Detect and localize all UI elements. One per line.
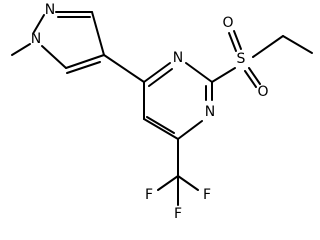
bond-c2-s: [211, 67, 236, 83]
atom-fluorine-left: F: [145, 187, 153, 203]
atom-n-pyrimidine-3: N: [173, 50, 183, 66]
atom-n-pyrazole-1: N: [31, 31, 41, 47]
bond-s-o1-b: [233, 30, 242, 50]
atom-oxygen-bottom: O: [257, 84, 268, 100]
atom-fluorine-bottom: F: [174, 206, 182, 222]
bond-pym-c6-c5-double: [146, 116, 175, 134]
chemical-structure: N N N N S O O F F F: [11, 2, 313, 222]
bond-s-ch2: [252, 35, 284, 58]
atom-fluorine-right: F: [203, 187, 211, 203]
atom-n-pyrazole-2: N: [45, 2, 55, 18]
bond-pym-c4-n3: [143, 62, 171, 83]
atom-oxygen-top: O: [222, 15, 233, 31]
bond-pz-pym: [103, 54, 145, 83]
bond-c-f1: [157, 175, 179, 191]
bond-pym-n1-c6: [177, 120, 203, 140]
bond-pz-c4-c5: [65, 54, 105, 69]
bonds: [11, 11, 313, 206]
bond-s-o2-b: [248, 67, 261, 85]
bond-s-o2-a: [244, 70, 257, 88]
bond-pz-c4-c5-double: [66, 61, 101, 74]
bond-pym-c4-n3-double: [148, 68, 173, 87]
bond-methyl-n: [11, 43, 31, 56]
bond-pym-n3-c2: [185, 62, 213, 83]
bond-pym-c6-c5: [143, 118, 179, 140]
bond-ch2-ch3: [282, 35, 313, 54]
atom-labels: N N N N S O O F F F: [31, 2, 269, 222]
bond-pz-c3-c4: [91, 11, 105, 56]
bond-s-o1-a: [228, 32, 237, 52]
bond-c-f2: [177, 175, 199, 191]
bond-pz-c5-n1: [41, 45, 67, 69]
atom-sulfur: S: [237, 51, 246, 67]
atom-n-pyrimidine-1: N: [205, 104, 215, 120]
bond-pz-n1-n2: [33, 14, 45, 33]
